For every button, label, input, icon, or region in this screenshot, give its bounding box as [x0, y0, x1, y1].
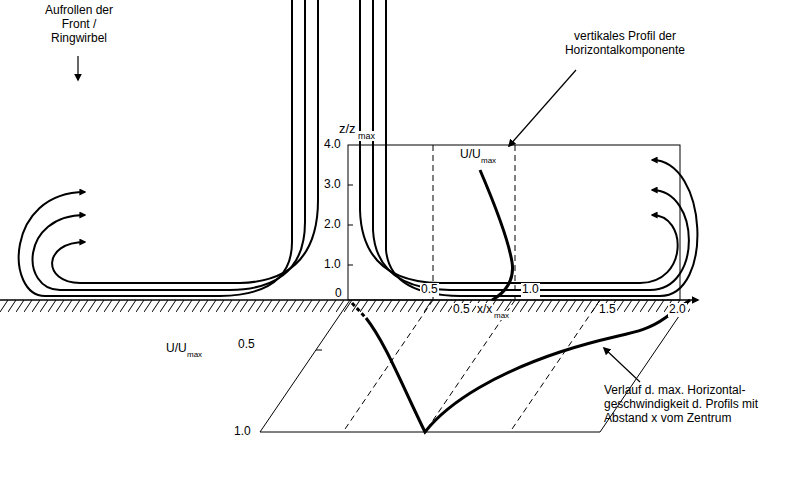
axis-title: x/x [476, 303, 493, 317]
leader-line [604, 348, 640, 382]
tick-label: 0.5 [238, 338, 255, 352]
grid-dashes [433, 145, 515, 300]
axis-subscript: max [357, 131, 376, 141]
axis-ticks [348, 185, 353, 265]
leader-line [77, 56, 78, 80]
tick-label: 1.0 [324, 258, 341, 272]
velocity-profile [480, 170, 513, 300]
max-velocity-curve [352, 303, 366, 318]
axis-subscript: max [481, 156, 496, 165]
grid-dashes [343, 300, 600, 432]
axis-title: U/U [166, 342, 187, 356]
callout-text: Aufrollen der Front / Ringwirbel [36, 4, 122, 45]
tick-label: 3.0 [324, 178, 341, 192]
tick-label: 2.0 [324, 218, 341, 232]
tick-label: 1.0 [234, 425, 251, 439]
leader-line [509, 70, 576, 146]
tick-label: 2.0 [668, 303, 687, 317]
tick-label: 1.5 [598, 303, 617, 317]
tick-label: 0.5 [452, 303, 471, 317]
ground-hatching [0, 300, 690, 312]
callout-text: vertikales Profil der Horizontalkomponen… [540, 30, 710, 58]
tick-label: 0 [335, 287, 342, 301]
axis-subscript: max [493, 311, 510, 320]
axis-ticks [316, 350, 322, 351]
tick-label: 0.5 [420, 283, 439, 297]
callout-text: Verlauf d. max. Horizontal-geschwindigke… [604, 384, 790, 425]
axis-subscript: max [187, 350, 202, 359]
axis-title: U/U [460, 148, 481, 162]
axis-title: z/z [338, 122, 357, 137]
tick-label: 1.0 [521, 283, 540, 297]
tick-label: 4.0 [324, 138, 341, 152]
